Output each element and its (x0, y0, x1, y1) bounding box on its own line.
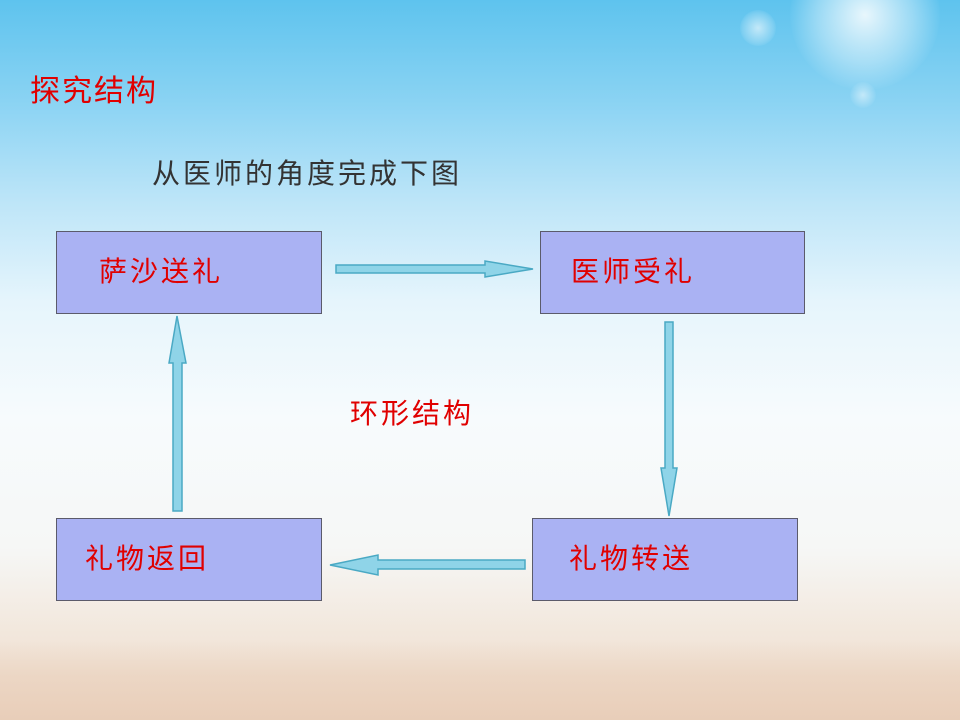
light-orb-small (850, 82, 876, 108)
node-gift-transferred: 礼物转送 (532, 518, 798, 601)
arrow-receive-to-transfer (660, 321, 678, 517)
arrow-transfer-to-return (329, 554, 526, 576)
light-orb (740, 10, 776, 46)
sand-shore (0, 640, 960, 720)
node-sasha-sends-gift: 萨沙送礼 (56, 231, 322, 314)
node-label: 礼物转送 (569, 542, 694, 575)
arrow-return-to-send (168, 315, 187, 512)
structure-label: 环形结构 (350, 397, 475, 430)
slide-subtitle: 从医师的角度完成下图 (152, 157, 463, 190)
node-gift-returned: 礼物返回 (56, 518, 322, 601)
arrow-send-to-receive (335, 260, 534, 278)
slide-title: 探究结构 (30, 74, 158, 109)
node-label: 萨沙送礼 (99, 255, 224, 288)
node-label: 礼物返回 (85, 542, 210, 575)
node-doctor-receives-gift: 医师受礼 (540, 231, 805, 314)
node-label: 医师受礼 (571, 255, 696, 288)
